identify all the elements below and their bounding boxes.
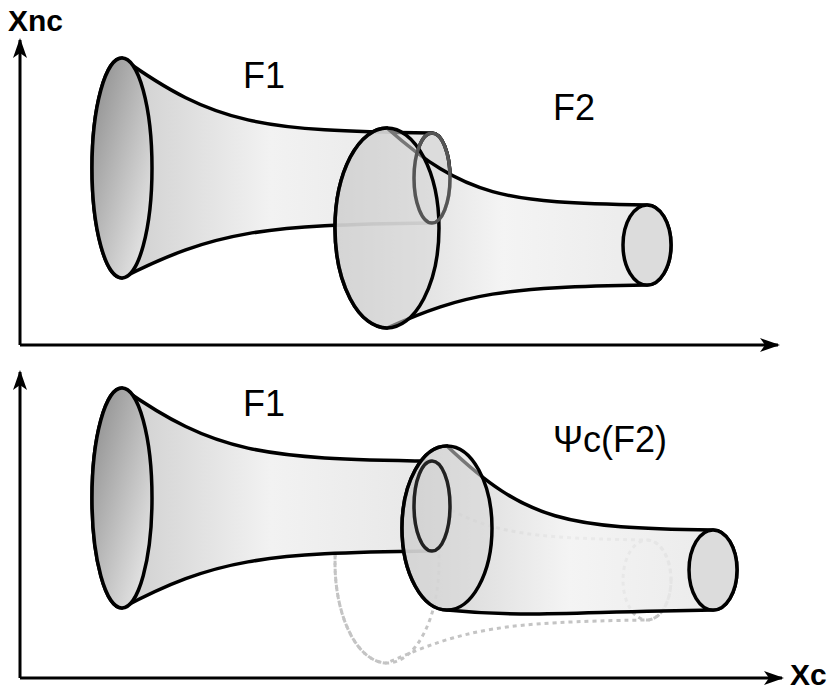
funnel-body bbox=[335, 128, 671, 328]
funnel-label: F1 bbox=[243, 386, 285, 422]
axis-line bbox=[19, 372, 22, 678]
funnel-end bbox=[689, 530, 737, 610]
hidden-end bbox=[414, 461, 450, 551]
hidden-end bbox=[414, 133, 450, 223]
axis-label: Xc bbox=[790, 660, 827, 690]
funnel-mouth bbox=[92, 58, 152, 278]
funnel bbox=[335, 128, 671, 328]
funnel-label: Ψc(F2) bbox=[553, 422, 667, 458]
funnel-end bbox=[623, 205, 671, 285]
funnel-label: F1 bbox=[243, 58, 285, 94]
funnels bbox=[92, 58, 737, 663]
funnel-label: F2 bbox=[553, 90, 595, 126]
funnel bbox=[402, 446, 737, 614]
funnel-mouth bbox=[402, 446, 492, 610]
axis-line bbox=[19, 40, 22, 345]
axis-line bbox=[20, 677, 782, 680]
funnel-mouth bbox=[92, 388, 152, 608]
funnel-body bbox=[402, 446, 737, 614]
funnel-mouth bbox=[335, 128, 439, 328]
axes bbox=[20, 40, 782, 678]
axis-label: Xnc bbox=[8, 6, 63, 36]
axis-line bbox=[20, 344, 778, 347]
